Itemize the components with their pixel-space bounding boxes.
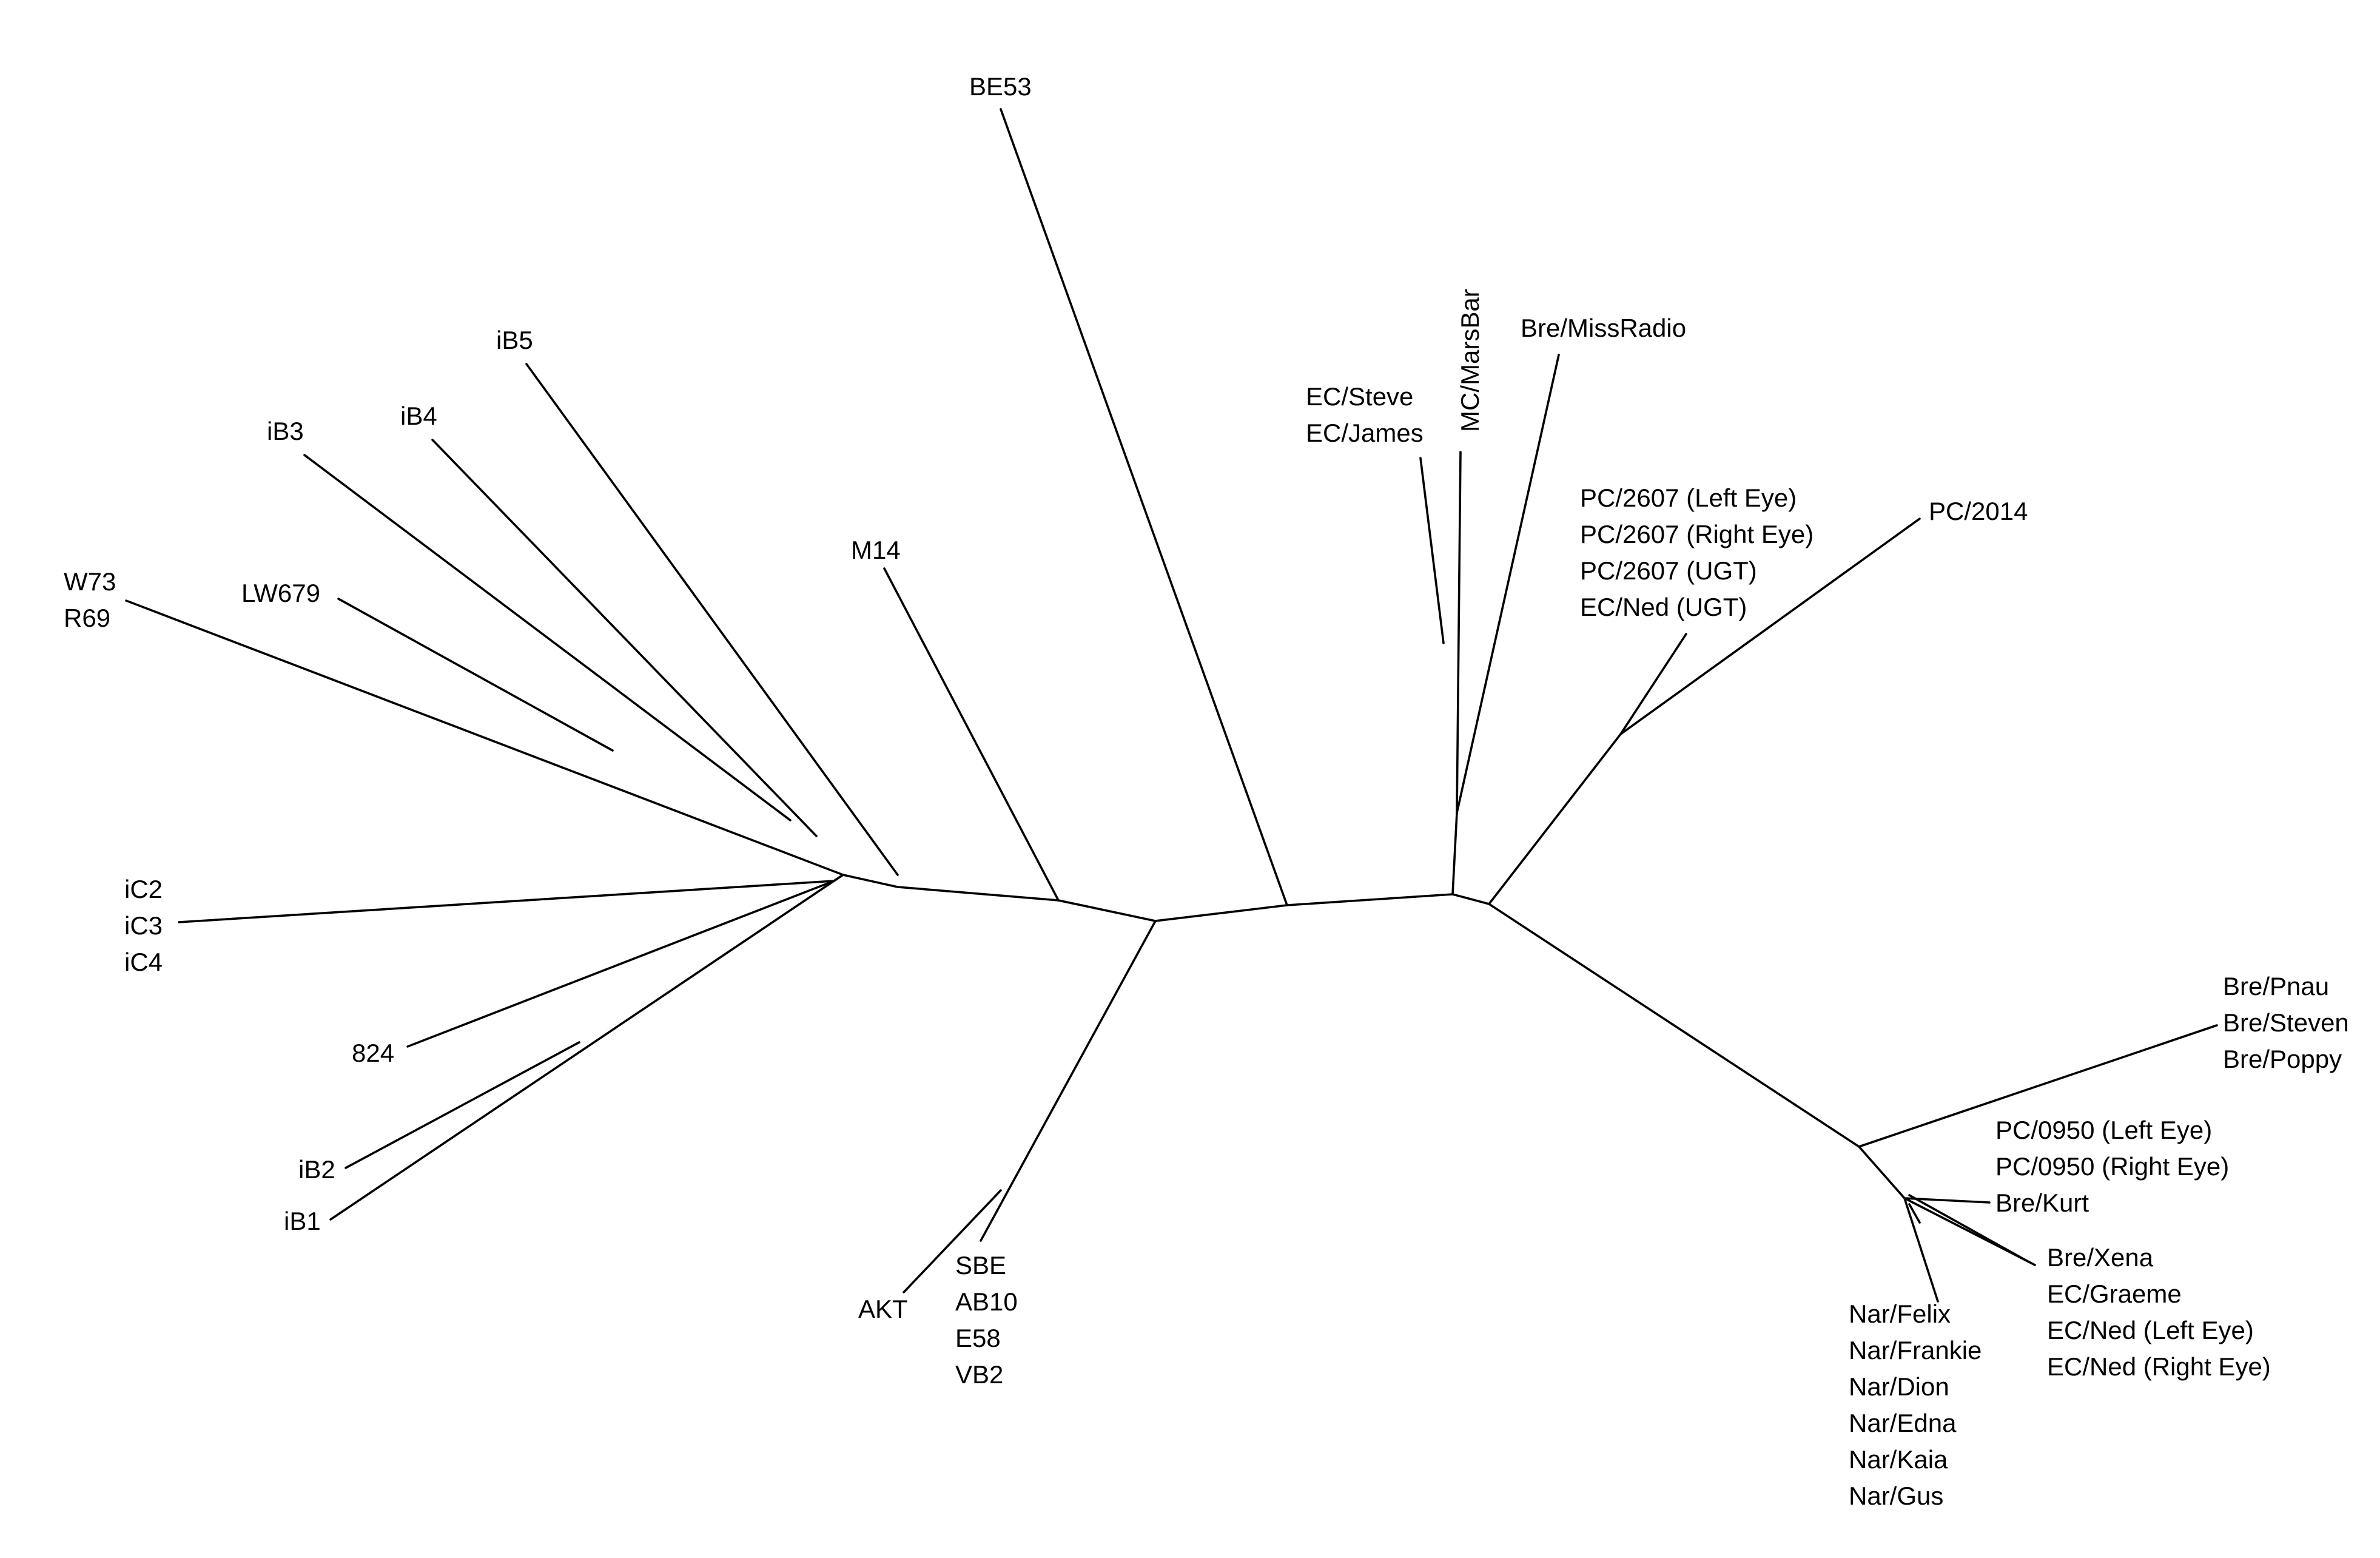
label-bre-xena-group: Bre/Xena EC/Graeme EC/Ned (Left Eye) EC/… [2047,1243,2271,1381]
branch-w73-r69 [125,599,844,876]
label-nar-group: Nar/Felix Nar/Frankie Nar/Dion Nar/Edna … [1849,1300,1989,1510]
branch-ib3 [303,454,792,821]
label-ib3: iB3 [267,417,304,445]
label-lw679: LW679 [241,579,320,607]
branch-mc-stem [1451,812,1458,895]
branch-nar-group [1903,1197,1939,1303]
label-pc2607-group: PC/2607 (Left Eye) PC/2607 (Right Eye) P… [1580,484,1821,621]
branch-sbe-group [980,920,1157,1242]
label-ib2: iB2 [298,1155,335,1184]
branch-pc2607-group [1619,633,1687,735]
label-bre-missradio: Bre/MissRadio [1521,314,1686,342]
backbone-e [1286,893,1454,906]
branch-right-stem [1488,903,1860,1148]
label-ic: iC2 iC3 iC4 [124,875,170,976]
branch-ic [178,880,835,923]
branch-lw679 [337,598,614,752]
label-ib4: iB4 [400,402,437,430]
tree-branches [125,108,2218,1303]
backbone-a [842,874,899,888]
branch-pc0950-group [1903,1197,1991,1204]
label-ib1: iB1 [284,1207,321,1235]
branch-m14 [883,567,1060,902]
backbone-b [896,886,1060,902]
label-pc2014: PC/2014 [1929,497,2028,525]
backbone-f [1451,893,1490,905]
branch-ib2 [345,1041,580,1169]
branch-bre-pnau-group [1858,1024,2218,1148]
branch-right-inner [1858,1145,1906,1199]
label-mc-marsbar: MC/MarsBar [1456,289,1484,432]
label-pc0950-group: PC/0950 (Left Eye) PC/0950 (Right Eye) B… [1995,1116,2236,1217]
label-w73-r69: W73 R69 [64,567,123,632]
branch-pc-stem [1488,733,1622,905]
label-824: 824 [352,1039,394,1067]
label-ib5: iB5 [496,326,533,354]
branch-mc-marsbar [1456,451,1462,814]
branch-nar-group-b [1908,1203,1921,1224]
backbone-c [1057,899,1157,922]
branch-bre-missradio [1456,354,1560,814]
label-bre-pnau-group: Bre/Pnau Bre/Steven Bre/Poppy [2223,972,2356,1073]
label-akt: AKT [858,1295,908,1323]
backbone-h [833,874,844,882]
branch-ib4 [431,439,818,837]
label-m14: M14 [851,536,901,564]
branch-ib1 [329,880,835,1221]
branch-ec-steve-james [1419,457,1445,644]
branch-pc2014 [1619,518,1921,735]
label-ec-steve-james: EC/Steve EC/James [1306,382,1424,447]
label-sbe-group: SBE AB10 E58 VB2 [955,1251,1024,1389]
branch-ib5 [525,363,899,876]
label-be53: BE53 [969,72,1032,101]
branch-be53 [1000,108,1288,906]
branch-akt [903,1189,1002,1293]
branch-824 [406,880,835,1048]
backbone-d [1154,904,1288,922]
branch-bre-xena-group-b [1908,1194,2030,1263]
